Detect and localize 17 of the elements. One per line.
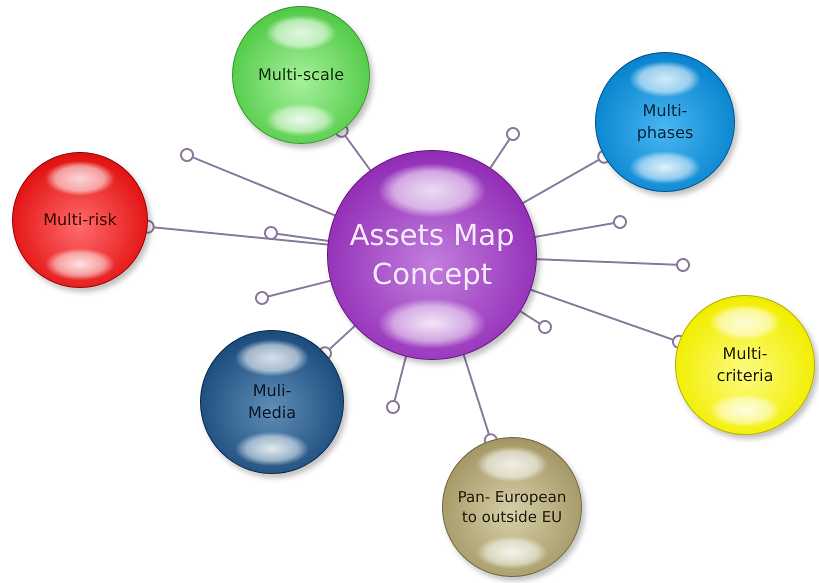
- connector-line: [518, 309, 552, 334]
- node-label: Assets Map Concept: [348, 216, 516, 293]
- connector-line: [180, 148, 337, 218]
- node-label: Pan- European to outside EU: [457, 486, 567, 528]
- connector-line: [264, 226, 330, 242]
- node-label: Multi- phases: [636, 100, 694, 144]
- node-label: Multi-scale: [256, 64, 346, 86]
- node-label: Multi- criteria: [716, 343, 774, 387]
- connector-line: [334, 124, 372, 172]
- node-label: Multi-risk: [42, 209, 118, 231]
- connector-line: [534, 258, 690, 272]
- connector-line: [533, 215, 627, 238]
- connector-line: [318, 324, 357, 360]
- connector-line: [255, 279, 332, 305]
- connector-line: [386, 354, 408, 414]
- node-label: Muli- Media: [246, 380, 298, 424]
- connector-line: [488, 127, 520, 170]
